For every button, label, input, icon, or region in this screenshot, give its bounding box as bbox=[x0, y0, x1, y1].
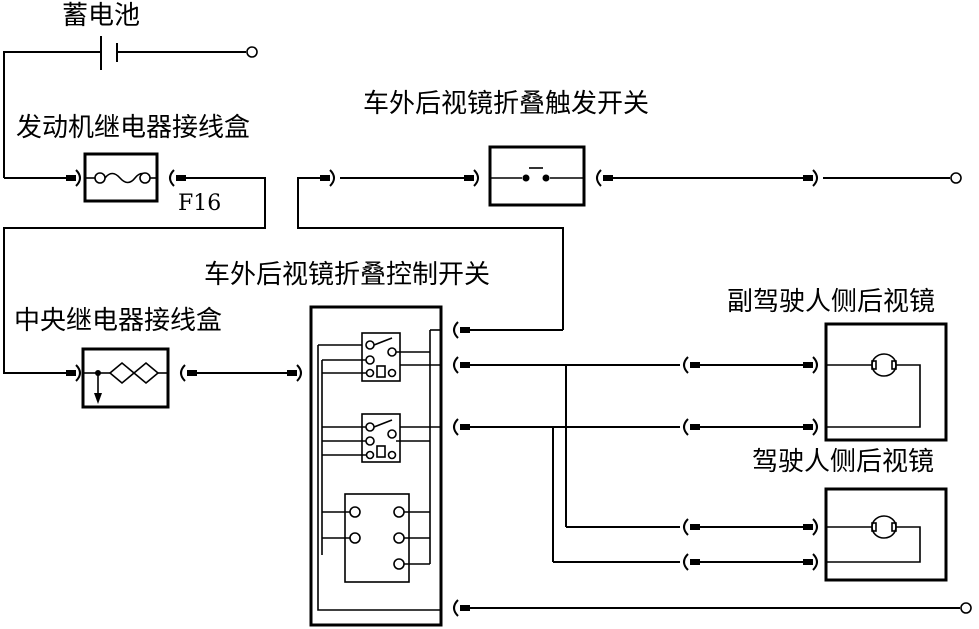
engine-relay-fuse-box bbox=[3, 152, 266, 374]
fold-control-switch-label: 车外后视镜折叠控制开关 bbox=[204, 260, 490, 290]
central-relay-box-label: 中央继电器接线盒 bbox=[14, 306, 222, 336]
battery-label: 蓄电池 bbox=[62, 1, 140, 31]
passenger-mirror-motor bbox=[824, 322, 948, 442]
engine-relay-box-label: 发动机继电器接线盒 bbox=[16, 113, 250, 143]
driver-mirror-motor bbox=[824, 487, 948, 582]
fold-trigger-switch-label: 车外后视镜折叠触发开关 bbox=[363, 89, 649, 119]
fold-trigger-switch bbox=[297, 145, 962, 330]
passenger-mirror-label: 副驾驶人侧后视镜 bbox=[727, 287, 935, 317]
driver-mirror-label: 驾驶人侧后视镜 bbox=[752, 447, 934, 477]
battery-symbol bbox=[3, 36, 258, 178]
fuse-label: F16 bbox=[178, 191, 221, 216]
control-switch-output-wires bbox=[453, 321, 972, 617]
central-relay-box bbox=[66, 347, 302, 409]
fold-control-switch bbox=[309, 305, 443, 627]
